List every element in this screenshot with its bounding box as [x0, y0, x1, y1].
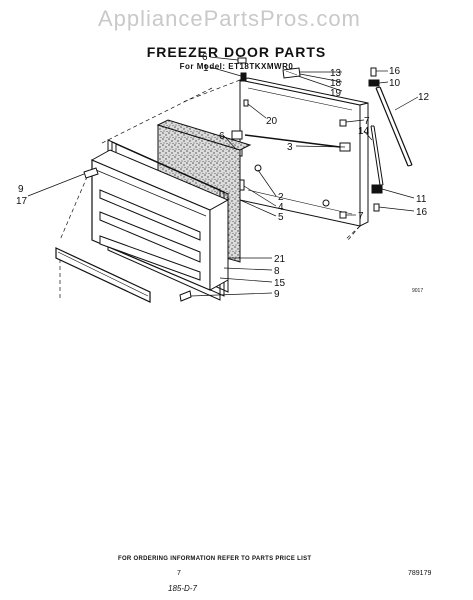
top-hinge-pin: [240, 72, 247, 82]
callout-7a: 7: [364, 116, 370, 127]
document-number: 789179: [408, 570, 432, 577]
callout-1: 1: [203, 63, 209, 74]
handle-rod: [375, 86, 413, 167]
callout-6a: 6: [202, 52, 208, 63]
callout-15: 15: [274, 278, 286, 289]
handwritten-code: 185-D-7: [168, 584, 197, 593]
hinge-10: [368, 79, 380, 87]
callout-6b: 6: [219, 131, 225, 142]
callout-17: 17: [16, 196, 28, 207]
assembly-guides: [59, 79, 361, 300]
callout-labels: 6 1 13 18 19 16 10 12 20 7 14 3 6 2 4 5 …: [16, 52, 430, 300]
callout-4: 4: [278, 202, 284, 213]
inner-door-panel: [239, 77, 369, 227]
hinge-strip-14: [370, 125, 384, 186]
screw-9-bottom: [179, 290, 192, 302]
outer-door-face: [90, 149, 230, 291]
screw-7-bottom: [339, 211, 347, 219]
screw-16-bottom: [373, 203, 380, 212]
top-screw: [237, 57, 247, 64]
callout-5: 5: [278, 212, 284, 223]
bottom-trim-strip: [55, 247, 151, 303]
callout-19: 19: [330, 88, 342, 99]
bracket-3-left: [231, 130, 243, 140]
callout-14: 14: [358, 126, 370, 137]
hinge-11: [371, 184, 383, 194]
callout-7b: 7: [358, 211, 364, 222]
callout-16a: 16: [389, 66, 401, 77]
screw-7-top: [339, 119, 347, 127]
callout-21: 21: [274, 254, 286, 265]
callout-12: 12: [418, 92, 430, 103]
page-number: 7: [177, 570, 181, 577]
callout-2: 2: [278, 192, 284, 203]
leader-lines: [27, 56, 419, 297]
diagram-title: FREEZER DOOR PARTS: [146, 44, 327, 60]
callout-20: 20: [266, 116, 278, 127]
callout-13: 13: [330, 68, 342, 79]
ordering-note: FOR ORDERING INFORMATION REFER TO PARTS …: [118, 556, 312, 562]
callout-10: 10: [389, 78, 401, 89]
screw-9-left: [83, 167, 99, 179]
callout-3: 3: [287, 142, 293, 153]
callout-9a: 9: [18, 184, 24, 195]
screw-20: [243, 99, 249, 107]
callout-8: 8: [274, 266, 280, 277]
diagram-subtitle: For Model: ET18TKXMWR0: [179, 62, 294, 71]
callout-11: 11: [416, 194, 427, 205]
screw-16-top: [370, 67, 377, 77]
callout-9b: 9: [274, 289, 280, 300]
figure-code: 9017: [412, 288, 423, 294]
callout-16b: 16: [416, 207, 428, 218]
watermark-text: AppliancePartsPros.com: [98, 6, 361, 31]
callout-18: 18: [330, 78, 342, 89]
